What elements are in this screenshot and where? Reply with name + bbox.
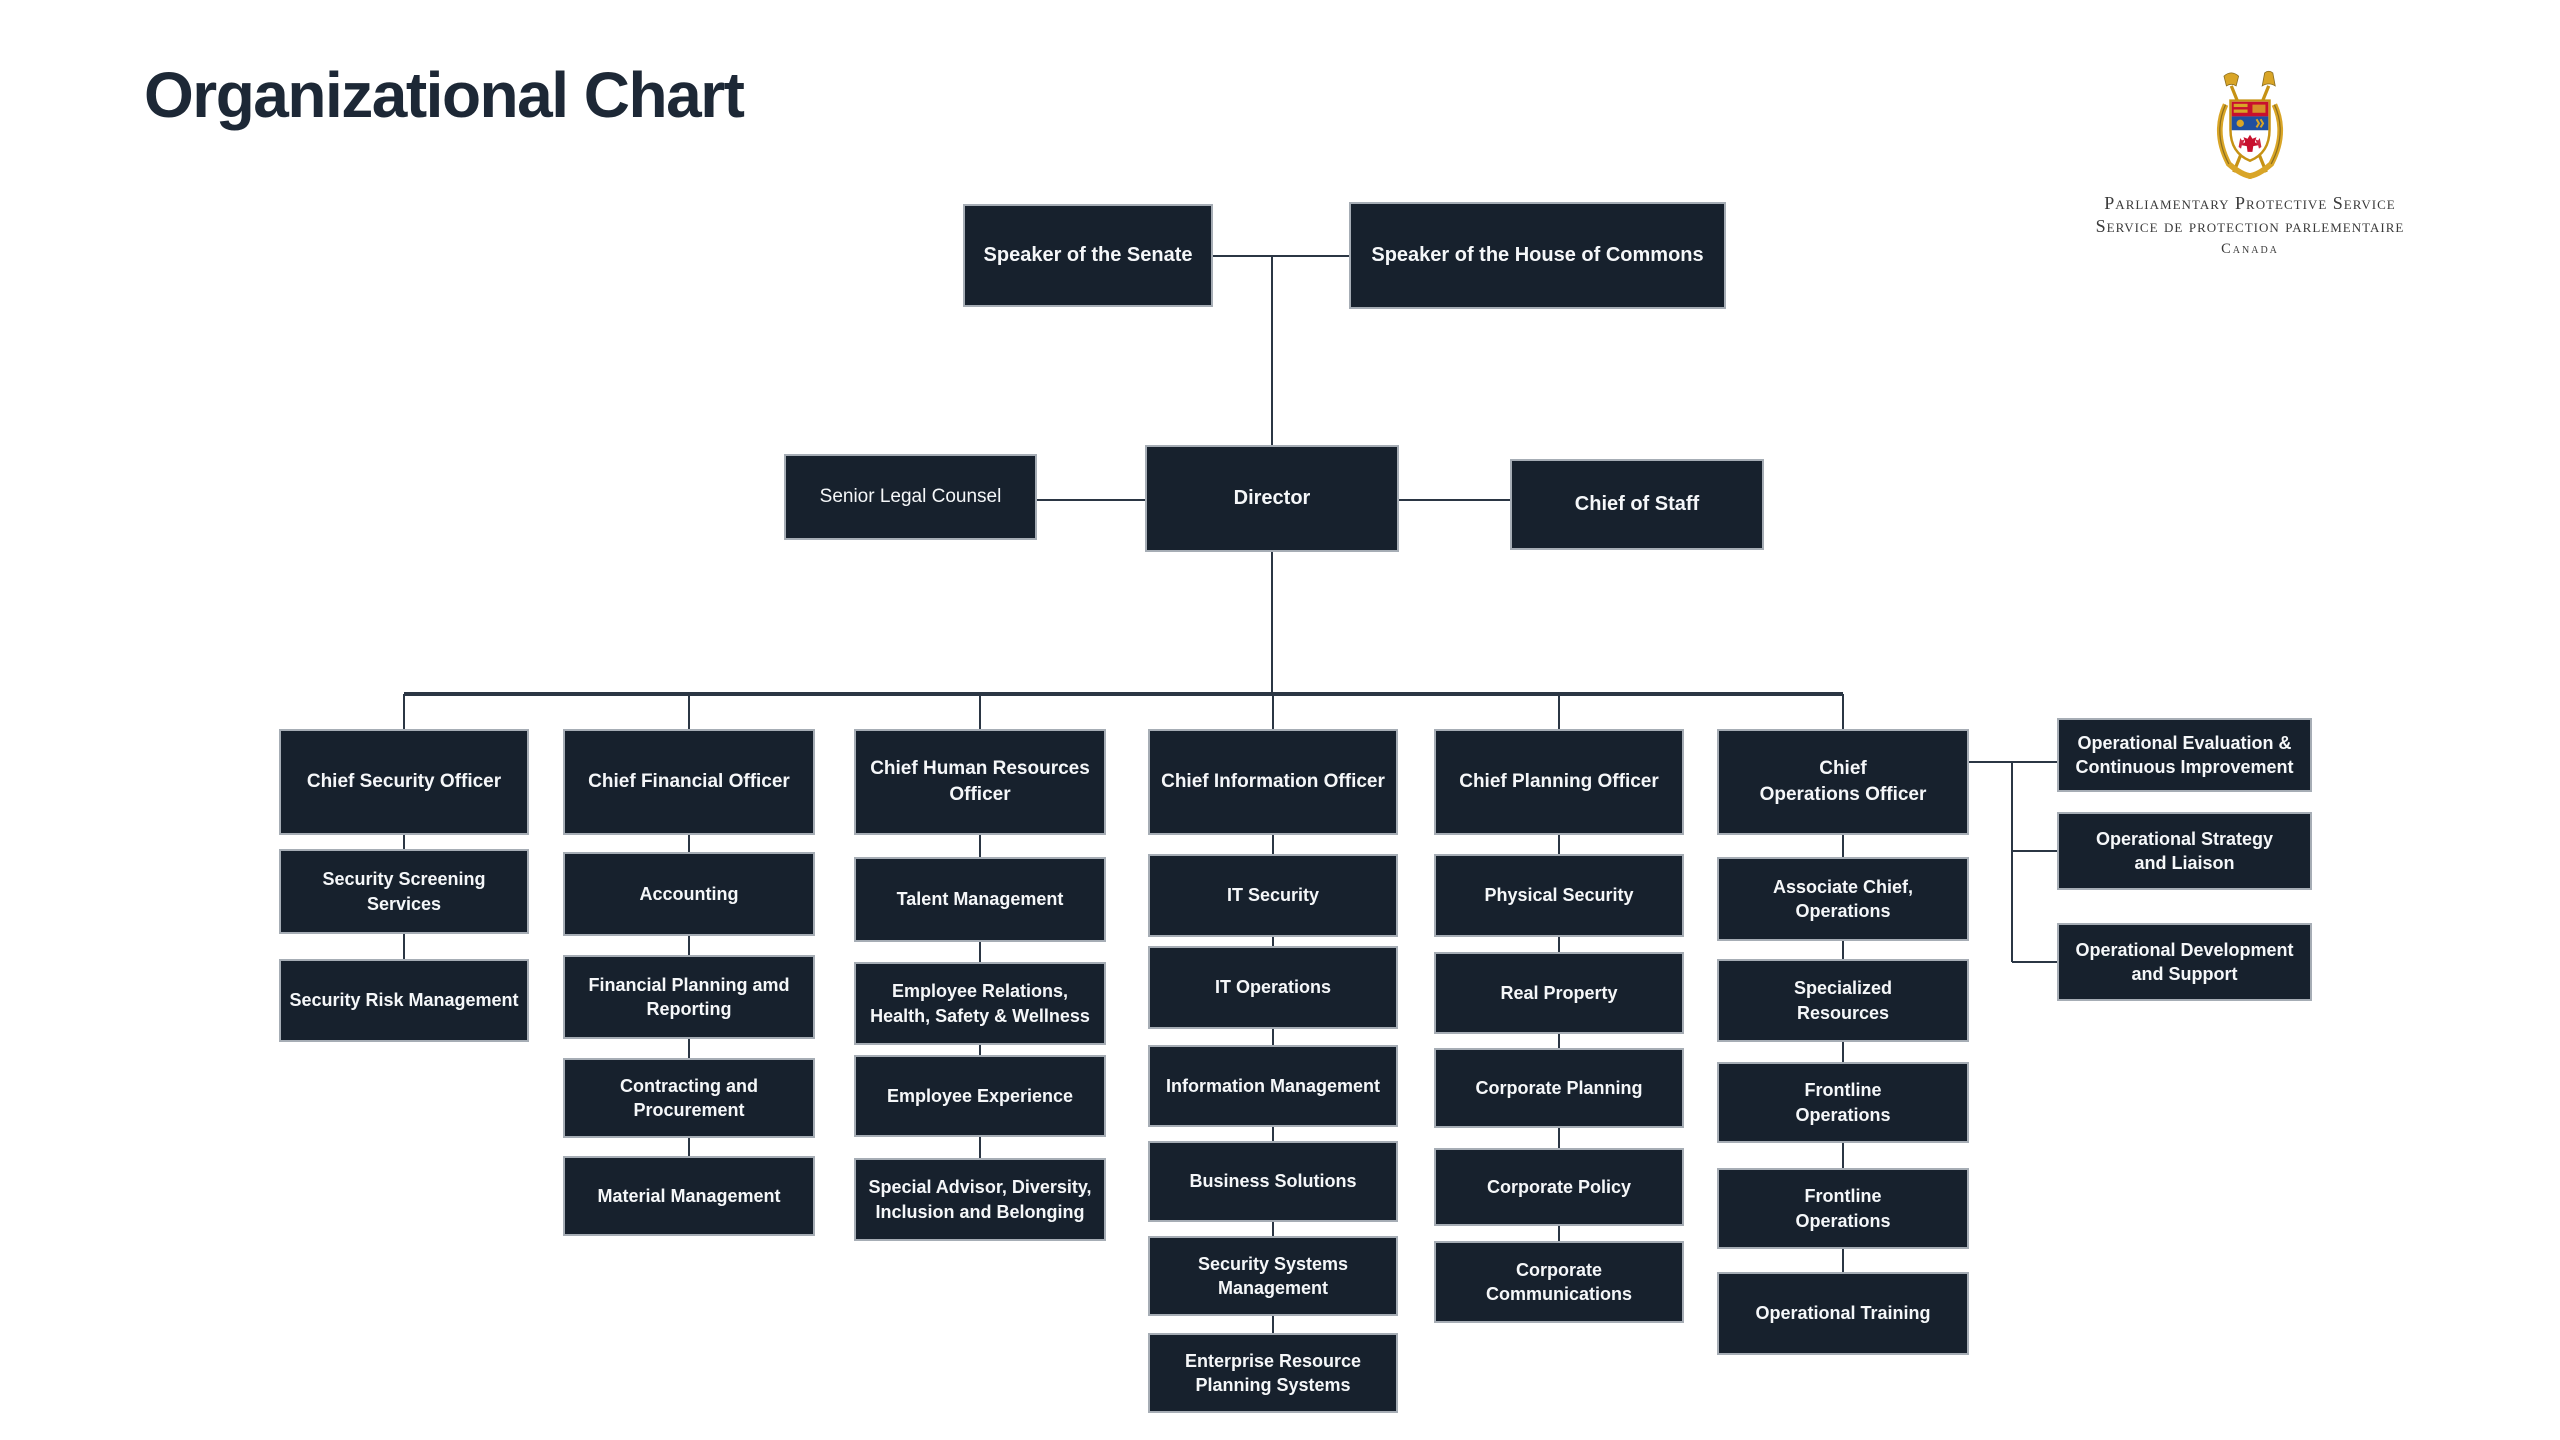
node-employee-relations-health-safety-wellness: Employee Relations, Health, Safety & Wel… (854, 962, 1106, 1045)
node-accounting: Accounting (563, 852, 815, 936)
node-chief-operations-officer: Chief Operations Officer (1717, 729, 1969, 835)
node-speaker-of-the-senate: Speaker of the Senate (963, 204, 1213, 307)
node-it-security: IT Security (1148, 854, 1398, 937)
node-talent-management: Talent Management (854, 857, 1106, 942)
node-chief-security-officer: Chief Security Officer (279, 729, 529, 835)
node-employee-experience: Employee Experience (854, 1055, 1106, 1137)
pps-crest-icon (2216, 70, 2284, 180)
node-it-operations: IT Operations (1148, 946, 1398, 1029)
node-corporate-planning: Corporate Planning (1434, 1048, 1684, 1128)
node-contracting-and-procurement: Contracting and Procurement (563, 1058, 815, 1138)
node-operational-training: Operational Training (1717, 1272, 1969, 1355)
node-enterprise-resource-planning-systems: Enterprise Resource Planning Systems (1148, 1333, 1398, 1413)
node-chief-of-staff: Chief of Staff (1510, 459, 1764, 550)
logo-country: Canada (2221, 241, 2279, 257)
node-operational-development-and-support: Operational Development and Support (2057, 923, 2312, 1001)
node-financial-planning-and-reporting: Financial Planning amd Reporting (563, 955, 815, 1039)
node-corporate-policy: Corporate Policy (1434, 1148, 1684, 1226)
node-corporate-communications: Corporate Communications (1434, 1241, 1684, 1323)
node-real-property: Real Property (1434, 952, 1684, 1034)
logo-name-french: Service de protection parlementaire (2095, 215, 2405, 236)
node-director: Director (1145, 445, 1399, 552)
pps-logo: Parliamentary Protective Service Service… (2085, 68, 2415, 258)
node-frontline-operations-1: Frontline Operations (1717, 1062, 1969, 1143)
node-operational-strategy-and-liaison: Operational Strategy and Liaison (2057, 812, 2312, 890)
node-chief-financial-officer: Chief Financial Officer (563, 729, 815, 835)
node-chief-information-officer: Chief Information Officer (1148, 729, 1398, 835)
node-chief-planning-officer: Chief Planning Officer (1434, 729, 1684, 835)
node-security-screening-services: Security Screening Services (279, 849, 529, 934)
node-frontline-operations-2: Frontline Operations (1717, 1168, 1969, 1249)
node-business-solutions: Business Solutions (1148, 1141, 1398, 1222)
node-security-risk-management: Security Risk Management (279, 959, 529, 1042)
logo-name-english: Parliamentary Protective Service (2104, 193, 2396, 213)
wreath-icon (2216, 103, 2284, 180)
node-chief-human-resources-officer: Chief Human Resources Officer (854, 729, 1106, 835)
node-speaker-of-the-house-of-commons: Speaker of the House of Commons (1349, 202, 1726, 309)
node-associate-chief-operations: Associate Chief, Operations (1717, 857, 1969, 941)
node-information-management: Information Management (1148, 1045, 1398, 1127)
node-material-management: Material Management (563, 1156, 815, 1236)
page-title: Organizational Chart (144, 59, 745, 131)
shield-icon (2229, 99, 2271, 163)
node-operational-evaluation-continuous-improvement: Operational Evaluation & Continuous Impr… (2057, 718, 2312, 792)
node-physical-security: Physical Security (1434, 854, 1684, 937)
node-specialized-resources: Specialized Resources (1717, 959, 1969, 1042)
node-special-advisor-diversity-inclusion-belonging: Special Advisor, Diversity, Inclusion an… (854, 1158, 1106, 1241)
node-senior-legal-counsel: Senior Legal Counsel (784, 454, 1037, 540)
maple-leaf-icon (2238, 134, 2262, 152)
node-security-systems-management: Security Systems Management (1148, 1236, 1398, 1316)
